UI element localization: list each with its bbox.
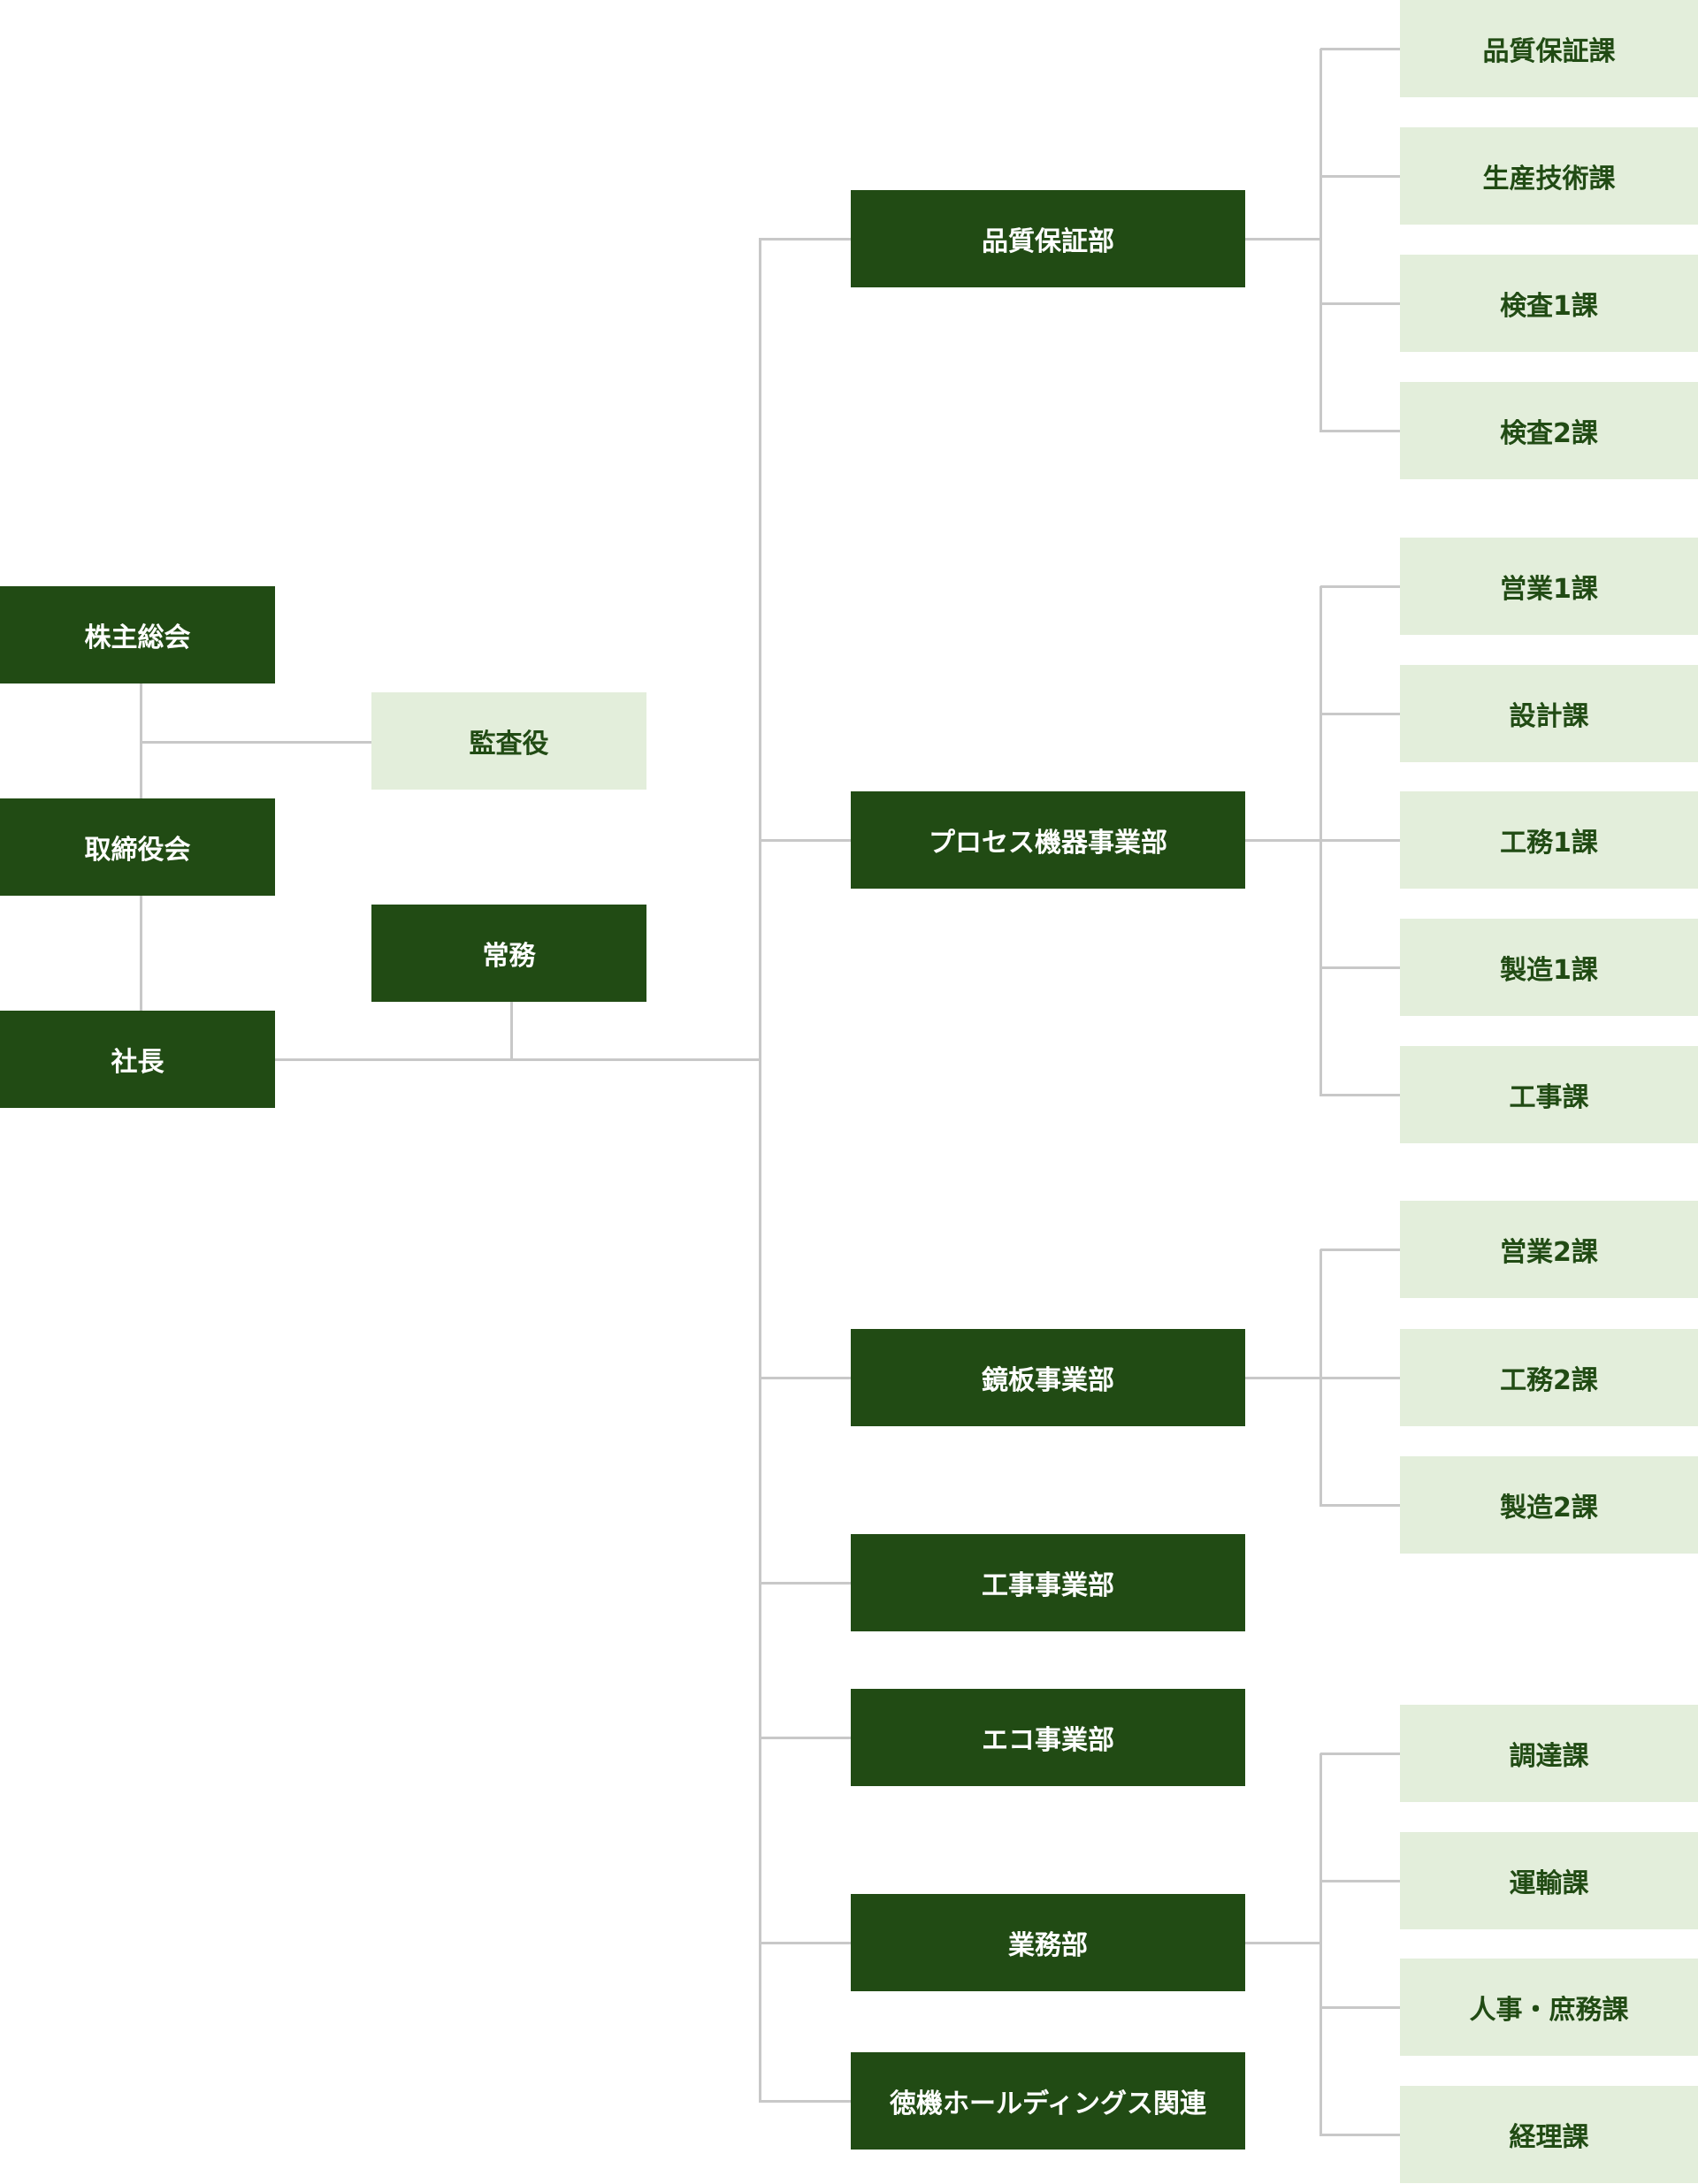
connector-section-5-1 (1320, 1880, 1400, 1882)
connector-section-1-3 (1320, 966, 1400, 969)
section-box: 工務1課 (1400, 791, 1698, 889)
section-box: 工事課 (1400, 1046, 1698, 1143)
connector-department-trunk (759, 239, 761, 2102)
department-box: 業務部 (851, 1894, 1245, 1991)
connector-section-1-2 (1320, 839, 1400, 842)
connector-dept-6 (759, 2100, 851, 2103)
connector-section-2-1 (1320, 1377, 1400, 1379)
connector-board-president (140, 896, 142, 1011)
section-box: 工務2課 (1400, 1329, 1698, 1426)
section-box: 生産技術課 (1400, 127, 1698, 225)
section-box: 製造1課 (1400, 919, 1698, 1016)
shareholders-meeting-box: 株主総会 (0, 586, 275, 683)
connector-dept-5 (759, 1942, 851, 1944)
connector-auditor (140, 741, 371, 744)
connector-dept-to-bus-5 (1245, 1942, 1320, 1944)
connector-dept-4 (759, 1737, 851, 1739)
section-box: 人事・庶務課 (1400, 1959, 1698, 2056)
section-box: 製造2課 (1400, 1456, 1698, 1554)
managing-director-box: 常務 (371, 905, 646, 1002)
department-box: エコ事業部 (851, 1689, 1245, 1786)
connector-section-5-3 (1320, 2134, 1400, 2136)
connector-section-0-0 (1320, 48, 1400, 50)
auditor-box: 監査役 (371, 692, 646, 790)
department-box: 工事事業部 (851, 1534, 1245, 1631)
connector-section-0-2 (1320, 302, 1400, 305)
connector-section-1-0 (1320, 585, 1400, 588)
connector-dept-to-bus-1 (1245, 839, 1320, 842)
connector-section-0-1 (1320, 175, 1400, 178)
connector-president-trunk (275, 1058, 761, 1061)
connector-section-bus-0 (1319, 49, 1322, 432)
department-box: 品質保証部 (851, 190, 1245, 287)
connector-section-5-2 (1320, 2006, 1400, 2009)
connector-section-5-0 (1320, 1753, 1400, 1755)
section-box: 検査1課 (1400, 255, 1698, 352)
connector-section-1-4 (1320, 1094, 1400, 1096)
connector-section-2-2 (1320, 1504, 1400, 1507)
connector-dept-to-bus-2 (1245, 1377, 1320, 1379)
section-box: 経理課 (1400, 2086, 1698, 2183)
president-box: 社長 (0, 1011, 275, 1108)
connector-dept-0 (759, 238, 851, 241)
department-box: 鏡板事業部 (851, 1329, 1245, 1426)
connector-dept-to-bus-0 (1245, 238, 1320, 241)
department-box: 徳機ホールディングス関連 (851, 2052, 1245, 2150)
section-box: 検査2課 (1400, 382, 1698, 479)
connector-managing-director (510, 1002, 513, 1060)
department-box: プロセス機器事業部 (851, 791, 1245, 889)
section-box: 営業2課 (1400, 1201, 1698, 1298)
section-box: 設計課 (1400, 665, 1698, 762)
section-box: 営業1課 (1400, 538, 1698, 635)
section-box: 調達課 (1400, 1705, 1698, 1802)
connector-dept-1 (759, 839, 851, 842)
connector-dept-3 (759, 1582, 851, 1585)
board-of-directors-box: 取締役会 (0, 798, 275, 896)
connector-dept-2 (759, 1377, 851, 1379)
connector-section-1-1 (1320, 713, 1400, 715)
section-box: 品質保証課 (1400, 0, 1698, 97)
section-box: 運輸課 (1400, 1832, 1698, 1929)
connector-section-bus-5 (1319, 1753, 1322, 2136)
connector-section-2-0 (1320, 1249, 1400, 1251)
connector-section-0-3 (1320, 430, 1400, 432)
